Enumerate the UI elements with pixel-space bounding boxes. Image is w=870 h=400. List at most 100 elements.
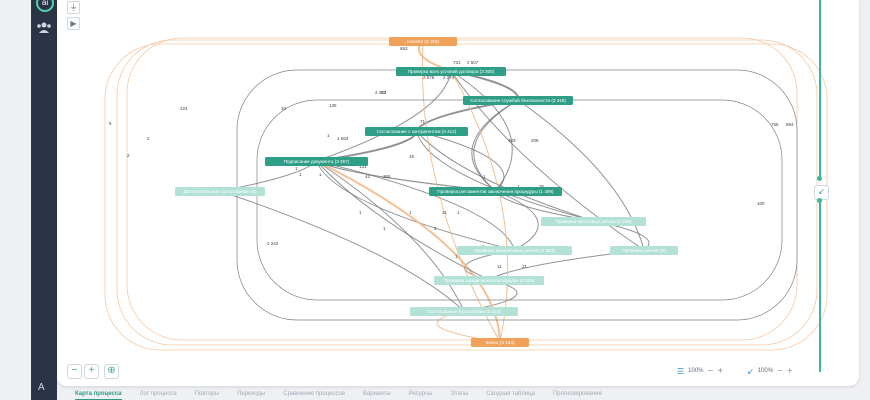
tab-8[interactable]: Сводная таблица: [486, 391, 535, 397]
edge-label: 1: [483, 174, 486, 179]
edge-label: 1: [517, 184, 520, 189]
edge[interactable]: [104, 43, 828, 351]
edge[interactable]: [316, 160, 465, 312]
process-node-n6[interactable]: Дополнительное согласование (5): [175, 187, 265, 196]
center-target-button[interactable]: ⊕: [104, 364, 119, 379]
path-zoom-icon[interactable]: ↙: [747, 366, 754, 376]
users-icon[interactable]: [35, 20, 53, 34]
logo-icon[interactable]: ai: [36, 0, 54, 12]
edge-label: 355: [383, 174, 391, 179]
node-box[interactable]: [463, 96, 573, 105]
edge[interactable]: [219, 190, 465, 312]
edge[interactable]: [256, 99, 783, 301]
process-node-n11[interactable]: Согласование бухгалтерии (2 214): [410, 307, 518, 316]
activity-slider[interactable]: [819, 0, 821, 178]
activity-zoom-minus[interactable]: −: [707, 365, 714, 377]
path-zoom-minus[interactable]: −: [777, 365, 783, 377]
tab-3[interactable]: Переходы: [237, 391, 266, 397]
edge[interactable]: [473, 99, 519, 192]
process-node-start[interactable]: Начало (3 153): [389, 37, 457, 46]
node-label: Согласование бухгалтерии (2 214): [427, 309, 501, 314]
node-box[interactable]: [541, 217, 646, 226]
activity-zoom-plus[interactable]: +: [717, 365, 724, 377]
process-node-n5[interactable]: Проверка регламентов заключения процедур…: [429, 187, 562, 196]
edge[interactable]: [471, 99, 519, 192]
tab-0[interactable]: Карта процесса: [75, 388, 122, 400]
edge-label: 131: [359, 164, 367, 169]
edge[interactable]: [517, 99, 645, 251]
tab-7[interactable]: Этапы: [450, 391, 469, 397]
node-label: Начало (3 153): [407, 39, 439, 44]
path-zoom-plus[interactable]: +: [786, 365, 793, 377]
edge-label: 21: [442, 210, 448, 215]
node-box[interactable]: [610, 246, 678, 255]
node-label: Проверка юридической процедуры (3 018): [444, 277, 535, 283]
play-icon[interactable]: ▶: [67, 17, 80, 30]
avatar[interactable]: A: [38, 382, 45, 393]
process-node-n7[interactable]: Проверка налоговых рисков (1 230): [541, 217, 646, 226]
node-label: Проверка рисков (6): [622, 248, 666, 253]
edge-label: 731: [453, 60, 461, 65]
node-box[interactable]: [175, 187, 265, 196]
node-box[interactable]: [389, 37, 457, 46]
nodes-layer: Начало (3 153) Проверка всех условий дого…: [175, 37, 678, 347]
activity-slider-handle[interactable]: [817, 176, 822, 181]
tab-6[interactable]: Ресурсы: [408, 391, 433, 397]
tab-1[interactable]: Лог процесса: [139, 391, 177, 397]
node-box[interactable]: [396, 67, 506, 76]
edge[interactable]: [416, 130, 594, 222]
node-box[interactable]: [265, 157, 368, 166]
align-icon[interactable]: ☰: [677, 366, 685, 376]
edge-label: 1: [327, 133, 330, 138]
edge-label: 36: [539, 184, 545, 189]
edge-label: 11: [497, 264, 502, 269]
tab-2[interactable]: Повторы: [194, 391, 220, 397]
edge[interactable]: [416, 130, 594, 222]
share-icon[interactable]: ⏚: [67, 1, 80, 14]
edge[interactable]: [316, 70, 452, 162]
node-box[interactable]: [434, 276, 544, 285]
tab-5[interactable]: Варианты: [362, 391, 391, 397]
edge-label: 403: [508, 138, 516, 143]
edge[interactable]: [316, 160, 515, 251]
edge[interactable]: [316, 160, 515, 251]
edge-label: 1: [455, 254, 458, 259]
process-node-n3[interactable]: Согласование с контрагентом (3 412): [365, 127, 468, 136]
process-node-n1[interactable]: Проверка всех условий договора (3 300): [396, 67, 506, 76]
edge-label: 2 483: [375, 90, 387, 95]
edge-label: 1: [409, 210, 412, 215]
tab-4[interactable]: Сравнение процессов: [283, 391, 345, 397]
edge-label: 33: [381, 90, 387, 95]
node-label: Согласование службой безопасности (3 318…: [470, 97, 566, 103]
edge-label: 71: [420, 119, 426, 124]
edge[interactable]: [450, 70, 645, 251]
node-box[interactable]: [471, 338, 529, 347]
edge-label: 1: [457, 210, 460, 215]
node-box[interactable]: [429, 187, 562, 196]
node-box[interactable]: [457, 246, 572, 255]
node-box[interactable]: [365, 127, 468, 136]
node-label: Проверка регламентов заключения процедур…: [437, 189, 554, 194]
node-box[interactable]: [410, 307, 518, 316]
edge[interactable]: [316, 160, 501, 343]
path-icon[interactable]: ↙: [814, 185, 829, 200]
process-node-n4[interactable]: Подписание документа (3 357): [265, 157, 368, 166]
process-node-n9[interactable]: Проверка рисков (6): [610, 246, 678, 255]
edge[interactable]: [450, 70, 513, 192]
process-node-end[interactable]: Конец (3 153): [471, 338, 529, 347]
edge[interactable]: [495, 190, 539, 251]
zoom-in-button[interactable]: +: [84, 364, 99, 379]
edge-label: 1: [299, 172, 302, 177]
process-node-n10[interactable]: Проверка юридической процедуры (3 018): [434, 276, 544, 285]
tab-9[interactable]: Прогнозирование: [552, 391, 602, 397]
edge-label: 1: [295, 166, 298, 171]
edge[interactable]: [316, 160, 490, 281]
edge-label: 33: [281, 106, 287, 111]
path-slider[interactable]: [819, 200, 821, 372]
process-node-n8[interactable]: Проверка финансовых рисков (2 553): [457, 246, 572, 255]
process-node-n2[interactable]: Согласование службой безопасности (3 318…: [463, 96, 573, 105]
zoom-out-button[interactable]: −: [67, 364, 82, 379]
edge[interactable]: [416, 130, 505, 192]
